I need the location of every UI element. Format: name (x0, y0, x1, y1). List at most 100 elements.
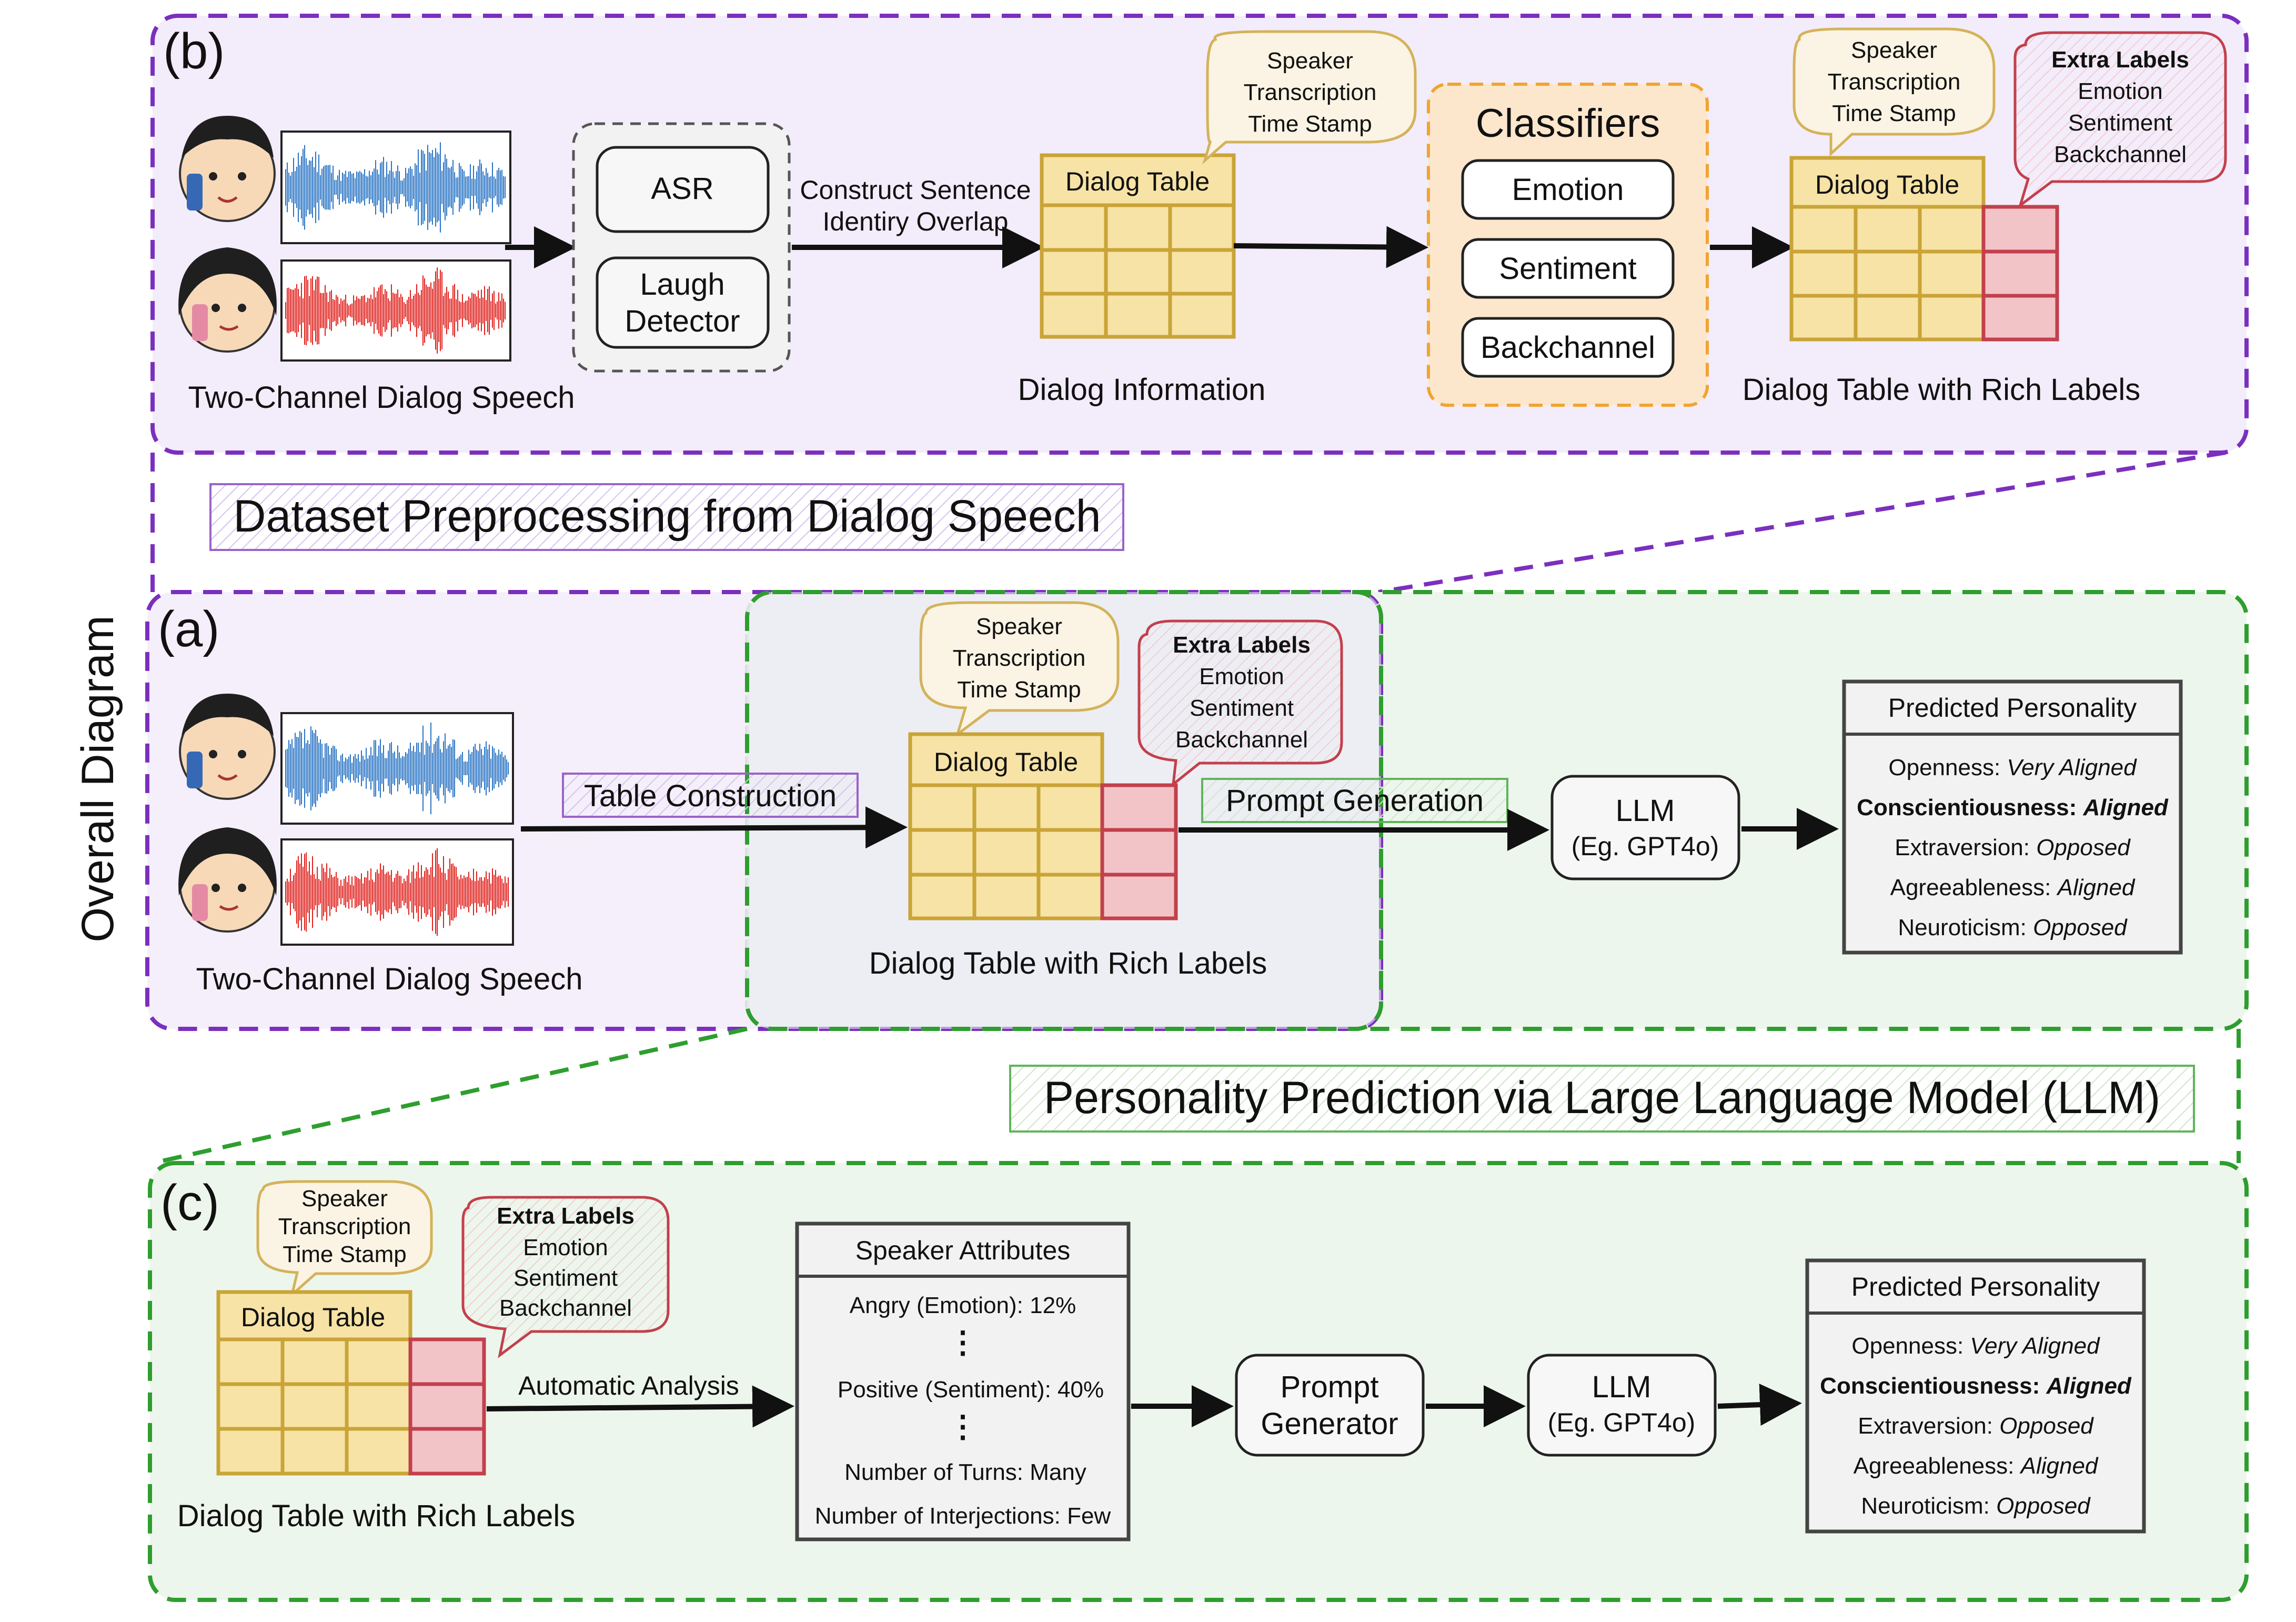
prediction-a-trait-value-2: Opposed (2036, 835, 2131, 860)
attr-angry: Angry (Emotion): 12% (850, 1293, 1076, 1318)
extra-labels-c-item-3: Backchannel (499, 1295, 632, 1321)
rich-table-b (1789, 156, 2059, 342)
extra-labels-b-item-3: Backchannel (2054, 142, 2187, 167)
prediction-a-trait-name-0: Openness: (1888, 755, 2007, 780)
extra-labels-a-title: Extra Labels (1173, 632, 1311, 658)
speaker-male-icon (179, 116, 276, 222)
speech-bubble-c (256, 1180, 433, 1299)
extra-labels-a-item-3: Backchannel (1175, 727, 1308, 753)
llm-a-label-2: (Eg. GPT4o) (1572, 832, 1719, 861)
attr-positive: Positive (Sentiment): 40% (838, 1377, 1104, 1403)
prediction-a-trait-0: Openness: Very Aligned (1888, 755, 2137, 780)
extra-labels-b-title: Extra Labels (2051, 47, 2189, 73)
panel-c: (c) Speaker Transcription Time Stamp Ext… (148, 1161, 2249, 1602)
rich-table-c (216, 1290, 486, 1476)
prediction-a-trait-name-3: Agreeableness: (1890, 875, 2058, 900)
prediction-box-c (1805, 1258, 2146, 1534)
prediction-a-trait-value-4: Opposed (2033, 915, 2128, 940)
panel-b-letter: (b) (163, 23, 225, 79)
speaker-male-icon-a (179, 694, 276, 800)
arrow-table-to-attributes (486, 1385, 794, 1428)
extra-labels-bubble-a (1137, 619, 1343, 787)
waveform-path (285, 848, 509, 936)
speaker-female-icon (178, 247, 277, 353)
prediction-a-trait-value-1: Aligned (2082, 795, 2168, 820)
waveform-blue-a (285, 722, 509, 815)
prediction-c-trait-name-1: Conscientiousness: (1820, 1373, 2046, 1399)
identify-overlap-label: Identiry Overlap (823, 207, 1009, 236)
prediction-c-trait-value-4: Opposed (1996, 1493, 2091, 1519)
bubble-c-line-1: Speaker (301, 1186, 388, 1212)
prediction-c-trait-0: Openness: Very Aligned (1851, 1333, 2100, 1359)
panel-a-letter: (a) (158, 601, 219, 657)
bubble-a-line-1: Speaker (976, 614, 1062, 639)
panel-b-speech-label: Two-Channel Dialog Speech (188, 381, 575, 415)
extra-labels-c-item-1: Emotion (523, 1235, 608, 1260)
laugh-detector-box (596, 256, 770, 349)
caption-b-box (209, 483, 1124, 551)
attr-ellipsis-1: ⋮ (948, 1325, 978, 1359)
rich-table-a-label: Dialog Table with Rich Labels (869, 946, 1267, 980)
prompt-generation-box (1201, 778, 1508, 823)
rich-table-b-title: Dialog Table (1815, 170, 1959, 199)
waveform-path (285, 267, 506, 354)
prediction-c-title: Predicted Personality (1851, 1272, 2100, 1301)
attr-ellipsis-2: ⋮ (948, 1409, 978, 1444)
caption-a-box (1009, 1065, 2195, 1133)
classifier-sentiment-box (1461, 238, 1675, 299)
bubble-b1-line-2: Transcription (1244, 79, 1377, 105)
extra-labels-b-item-1: Emotion (2078, 78, 2162, 104)
panel-a: (a) Two-Channel Dialog Speech Table Cons… (145, 590, 2249, 1031)
classifier-emotion-box (1461, 159, 1675, 220)
bubble-b2-line-3: Time Stamp (1832, 101, 1956, 126)
laugh-label-1: Laugh (640, 267, 724, 302)
bubble-b2-line-2: Transcription (1828, 69, 1961, 95)
bubble-a-line-2: Transcription (953, 645, 1086, 671)
caption-a: Personality Prediction via Large Languag… (1044, 1073, 2161, 1123)
prediction-a-traits: Openness: Very AlignedConscientiousness:… (1857, 755, 2169, 940)
caption-b: Dataset Preprocessing from Dialog Speech (233, 491, 1101, 542)
table-construction-box (562, 773, 859, 818)
connector-a-left (152, 1027, 748, 1165)
prediction-a-trait-name-1: Conscientiousness: (1857, 795, 2083, 820)
waveform-path (285, 722, 509, 815)
bubble-b2-line-1: Speaker (1851, 37, 1937, 63)
prediction-a-trait-2: Extraversion: Opposed (1895, 835, 2131, 860)
extra-labels-a-item-1: Emotion (1199, 664, 1284, 689)
extra-labels-c-title: Extra Labels (497, 1203, 635, 1229)
prediction-c-trait-value-2: Opposed (1999, 1413, 2094, 1439)
classifier-backchannel-box (1461, 317, 1675, 378)
prediction-c-trait-value-0: Very Aligned (1970, 1333, 2100, 1359)
prediction-box-a (1842, 679, 2183, 955)
panel-c-letter: (c) (160, 1175, 219, 1231)
rich-table-c-title: Dialog Table (241, 1303, 385, 1332)
speech-bubble-a (919, 601, 1120, 738)
extra-labels-a-item-2: Sentiment (1190, 695, 1294, 721)
prediction-a-trait-name-4: Neuroticism: (1898, 915, 2033, 940)
dialog-information-label: Dialog Information (1018, 373, 1266, 407)
extra-labels-b-item-2: Sentiment (2068, 110, 2172, 136)
prediction-c-trait-1: Conscientiousness: Aligned (1820, 1373, 2132, 1399)
waveform-red-a (285, 848, 509, 936)
arrow-speech-to-table-a (520, 806, 908, 849)
waveform-path (285, 142, 506, 233)
speech-bubble-b2 (1793, 27, 1996, 157)
prediction-a-trait-name-2: Extraversion: (1895, 835, 2036, 860)
speaker-female-icon-a (178, 827, 277, 933)
prediction-a-title: Predicted Personality (1888, 693, 2137, 723)
prediction-c-trait-2: Extraversion: Opposed (1858, 1413, 2094, 1439)
prediction-c-trait-name-2: Extraversion: (1858, 1413, 1999, 1439)
prediction-a-trait-1: Conscientiousness: Aligned (1857, 795, 2169, 820)
prediction-c-trait-3: Agreeableness: Aligned (1854, 1453, 2099, 1479)
prompt-generator-label-1: Prompt (1281, 1370, 1379, 1404)
speech-bubble-b1 (1202, 30, 1417, 165)
extra-labels-bubble-b (2013, 31, 2227, 209)
classifier-sentiment-label: Sentiment (1499, 252, 1636, 286)
prompt-generator-label-2: Generator (1261, 1407, 1398, 1441)
prediction-c-trait-name-3: Agreeableness: (1854, 1453, 2021, 1479)
panel-c-frame (148, 1161, 2249, 1602)
bubble-b1-line-1: Speaker (1267, 48, 1353, 74)
prediction-c-trait-4: Neuroticism: Opposed (1861, 1493, 2091, 1519)
llm-c-label-1: LLM (1592, 1370, 1651, 1404)
